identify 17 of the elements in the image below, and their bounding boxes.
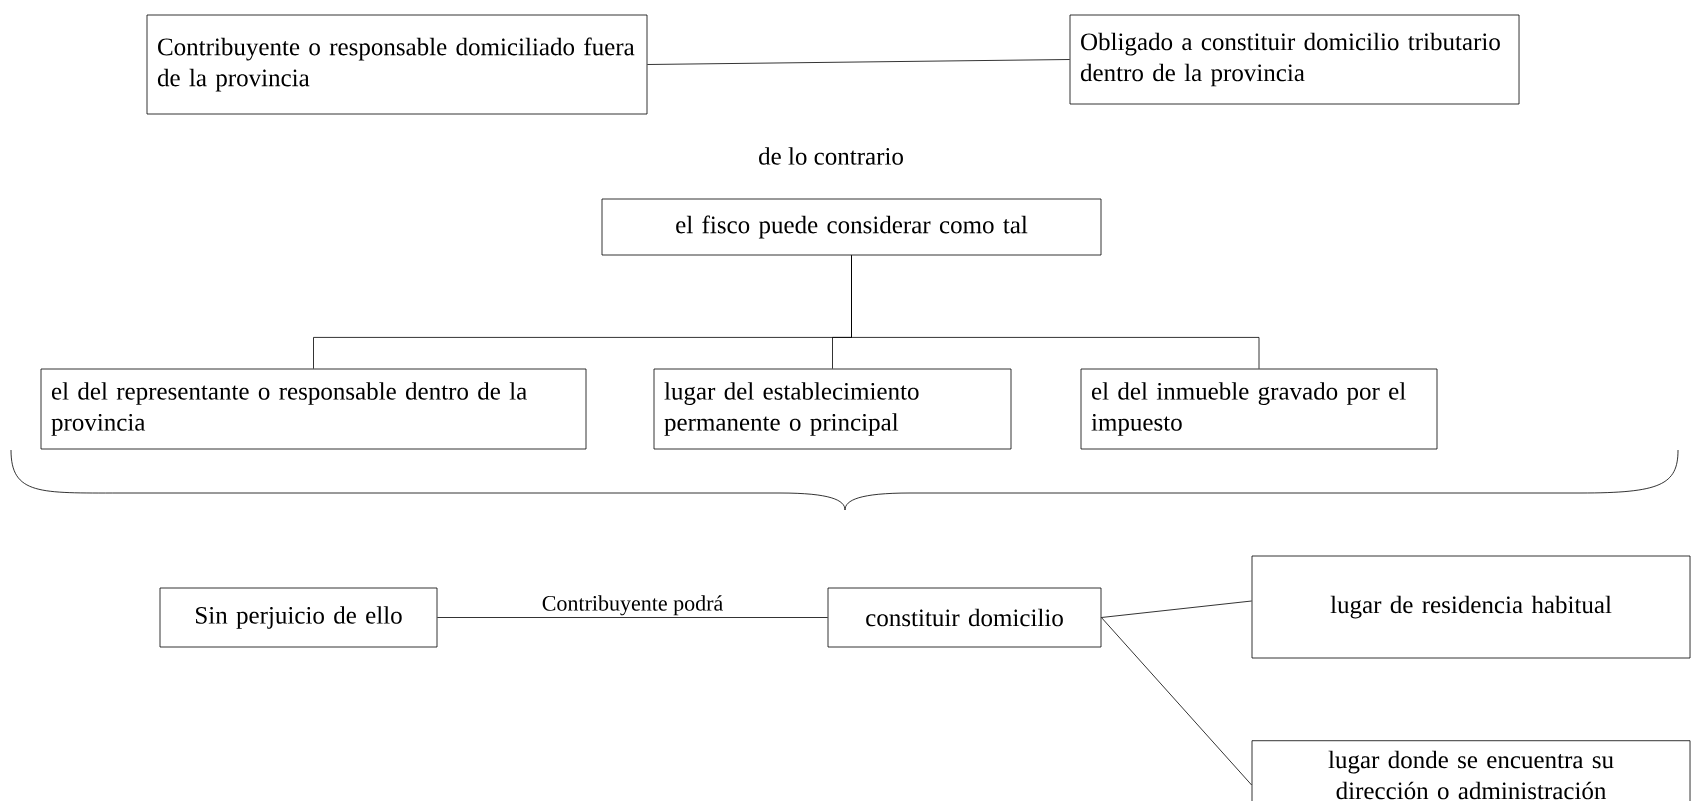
text-box: el del representante o responsable dentro de la provincia — [40, 368, 587, 450]
text-box: lugar del establecimiento permanente o principal — [653, 368, 1012, 450]
connector-line — [437, 617, 828, 618]
text-box: Obligado a constituir domicilio tributario dentro de la provincia — [1069, 14, 1520, 105]
text-box: lugar donde se encuentra su dirección o administración — [1251, 740, 1691, 801]
text-box: el fisco puede considerar como tal — [601, 198, 1102, 256]
text-box: constituir domicilio — [827, 587, 1102, 648]
connector-line — [647, 59, 1070, 65]
connector-line — [851, 255, 1260, 369]
text-box: Sin perjuicio de ello — [159, 587, 438, 648]
edge-label: Contribuyente podrá — [542, 595, 723, 616]
text-box: Contribuyente o responsable domiciliado fuera de la provincia — [146, 14, 648, 115]
text-box: el del inmueble gravado por el impuesto — [1080, 368, 1438, 450]
connector-line — [1101, 617, 1252, 786]
text-box: lugar de residencia habitual — [1251, 555, 1691, 659]
connector-line — [1101, 600, 1252, 618]
note-text: de lo contrario — [759, 147, 903, 165]
